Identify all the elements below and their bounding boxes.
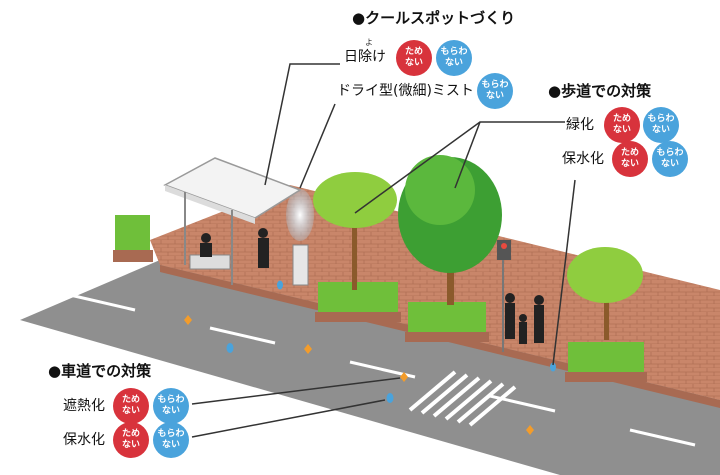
leader-lines: [191, 63, 576, 438]
pedestrians: [505, 293, 544, 344]
badge-tame-greening: ためない: [604, 107, 640, 143]
traffic-signal: [497, 240, 511, 352]
label-dry-mist: ドライ型(微細)ミスト: [337, 83, 474, 99]
badge-morawa-heat: もらわない: [153, 388, 189, 424]
label-water-retention-sidewalk: 保水化: [562, 151, 604, 167]
badge-tame-retention-road: ためない: [113, 422, 149, 458]
label-greening: 緑化: [566, 117, 594, 133]
trees: [313, 155, 643, 340]
water-drops: [226, 280, 556, 403]
hedge-left: [113, 215, 153, 262]
heading-roadway: ●車道での対策: [48, 362, 152, 380]
road-sparkles: [184, 315, 534, 435]
heading-sidewalk: ●歩道での対策: [548, 82, 652, 100]
badge-tame-retention-sidewalk: ためない: [612, 141, 648, 177]
label-sunshade: 日除け: [344, 49, 386, 65]
badge-tame-heat: ためない: [113, 388, 149, 424]
badge-morawa-retention-sidewalk: もらわない: [652, 141, 688, 177]
heading-cool-spot: ●クールスポットづくり: [352, 9, 516, 27]
ruby-yo: よ: [365, 38, 373, 47]
badge-morawa-greening: もらわない: [643, 107, 679, 143]
label-water-retention-road: 保水化: [63, 432, 105, 448]
badge-tame-sunshade: ためない: [396, 40, 432, 76]
label-heat-shielding: 遮熱化: [63, 398, 105, 414]
crosswalk: [408, 370, 517, 427]
badge-morawa-mist: もらわない: [477, 73, 513, 109]
bus-shelter: [163, 157, 314, 286]
badge-morawa-retention-road: もらわない: [153, 422, 189, 458]
badge-morawa-sunshade: もらわない: [436, 40, 472, 76]
hedges-sidewalk: [315, 282, 647, 382]
